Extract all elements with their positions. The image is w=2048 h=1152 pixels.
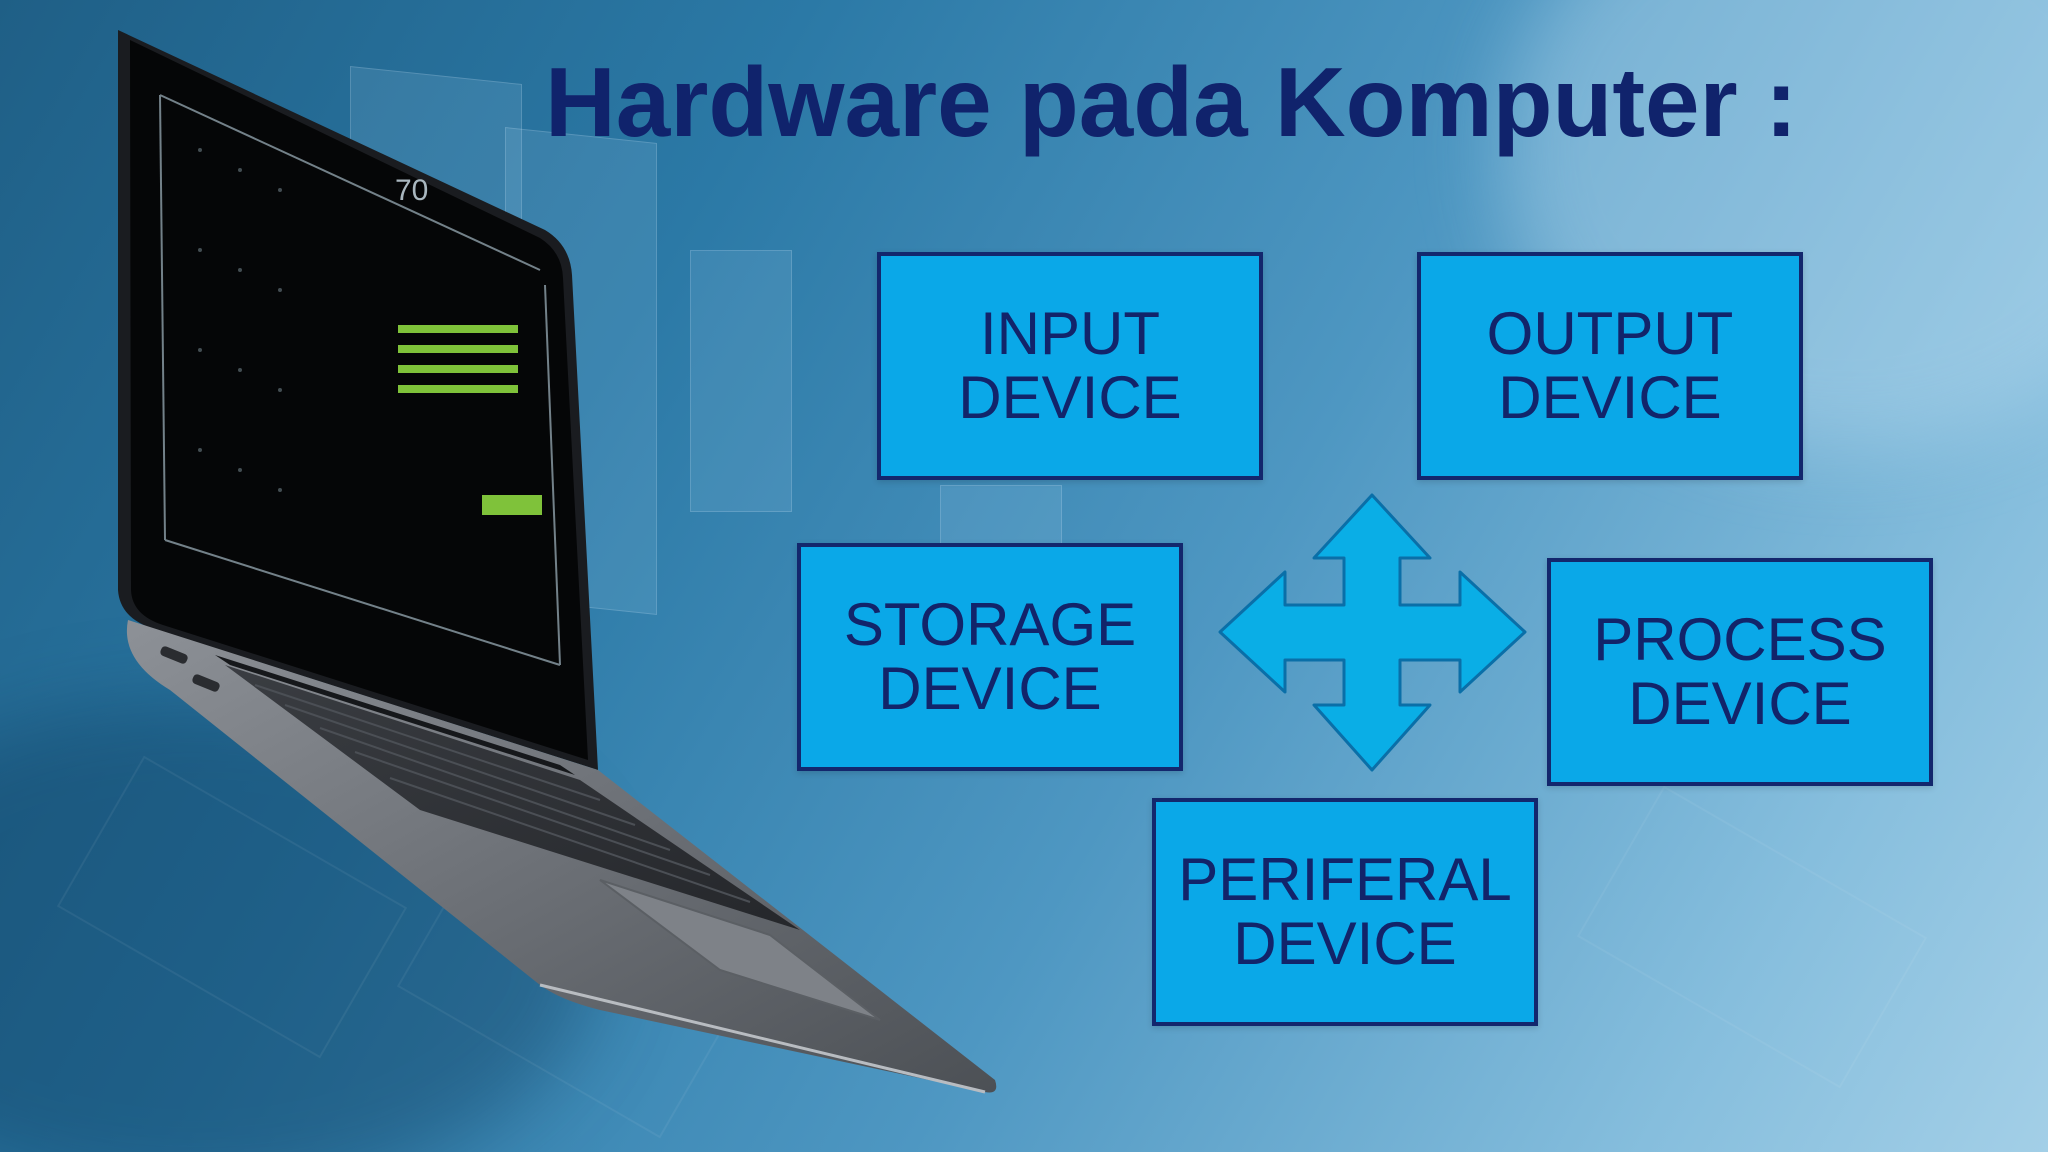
page-title: Hardware pada Komputer :: [545, 47, 1798, 157]
svg-text:70: 70: [395, 174, 428, 207]
storage-device-box: STORAGE DEVICE: [797, 543, 1183, 771]
laptop-illustration: 70: [118, 30, 997, 1094]
output-device-label: OUTPUT DEVICE: [1486, 300, 1734, 431]
hologram-panel: [940, 485, 1062, 547]
output-device-box: OUTPUT DEVICE: [1417, 252, 1803, 480]
input-device-label: INPUT DEVICE: [958, 300, 1182, 431]
periferal-device-box: PERIFERAL DEVICE: [1152, 798, 1538, 1026]
hologram-panel: [690, 250, 792, 512]
background-hex-line: [1576, 785, 1928, 1089]
process-device-label: PROCESS DEVICE: [1593, 606, 1887, 737]
four-way-arrow-icon: [1218, 493, 1527, 772]
process-device-box: PROCESS DEVICE: [1547, 558, 1933, 786]
storage-device-label: STORAGE DEVICE: [843, 591, 1137, 722]
periferal-device-label: PERIFERAL DEVICE: [1178, 846, 1512, 977]
input-device-box: INPUT DEVICE: [877, 252, 1263, 480]
